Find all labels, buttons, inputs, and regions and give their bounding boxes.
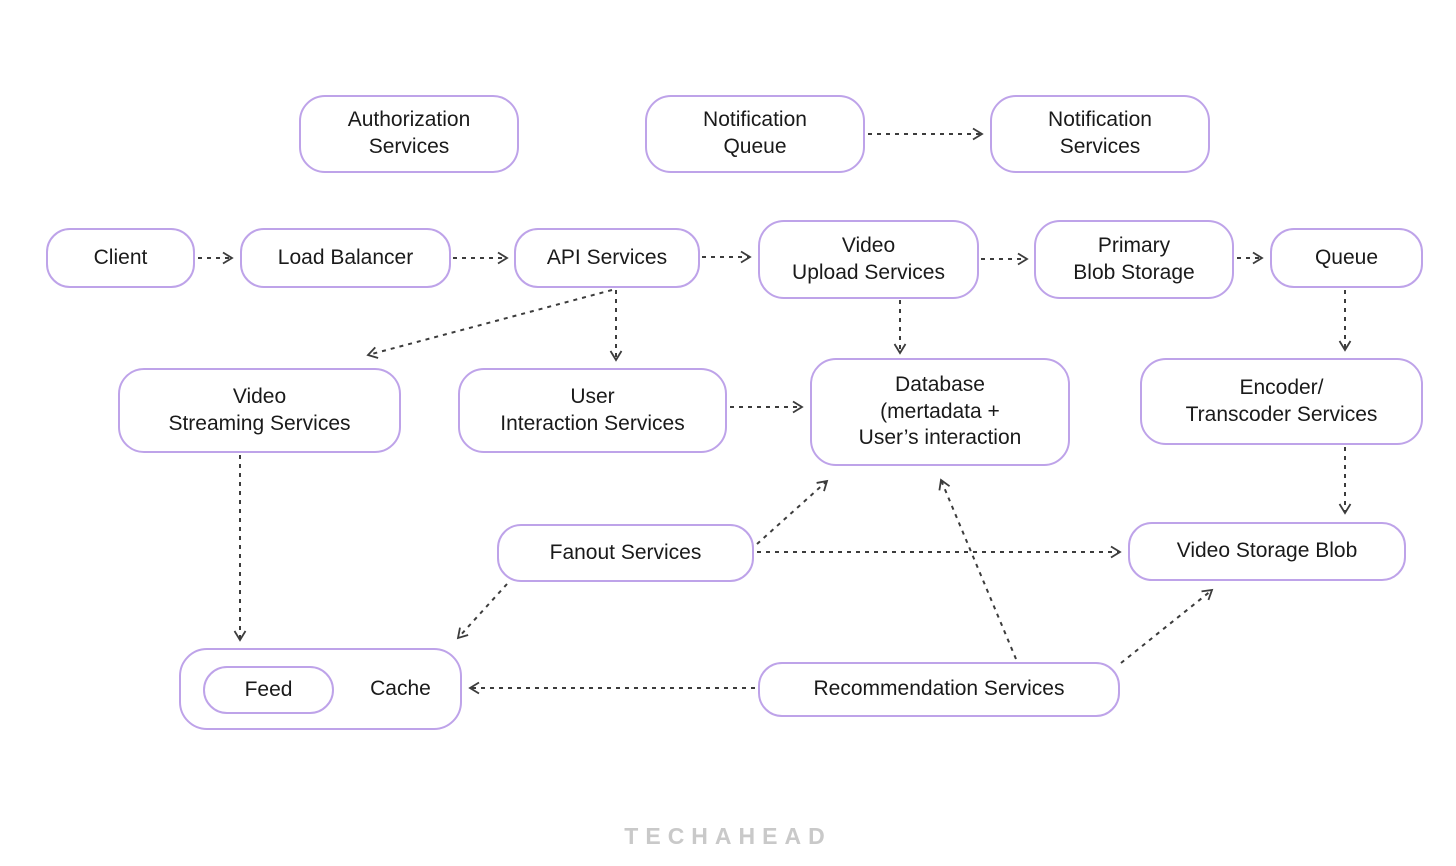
node-feed: Feed — [203, 666, 334, 714]
node-video-storage-blob: Video Storage Blob — [1128, 522, 1406, 581]
node-label: Authorization Services — [347, 108, 471, 158]
edge-fanout-services-to-database — [756, 479, 829, 545]
node-cache-label: Cache — [370, 676, 431, 700]
node-video-streaming-services: Video Streaming Services — [118, 368, 401, 453]
node-label: Video Streaming Services — [168, 384, 351, 435]
node-label: Recommendation Services — [813, 677, 1065, 701]
node-video-upload-services: Video Upload Services — [758, 220, 979, 299]
node-label: Database (mertadata + User’s interaction — [858, 372, 1022, 450]
node-cache: Feed Cache — [179, 648, 462, 730]
node-fanout-services: Fanout Services — [497, 524, 754, 582]
node-authorization-services: Authorization Services — [299, 95, 519, 173]
edge-fanout-services-to-cache — [456, 583, 508, 640]
node-label: Client — [93, 245, 148, 269]
node-primary-blob-storage: Primary Blob Storage — [1034, 220, 1234, 299]
node-notification-queue: Notification Queue — [645, 95, 865, 173]
node-user-interaction-services: User Interaction Services — [458, 368, 727, 453]
node-load-balancer: Load Balancer — [240, 228, 451, 288]
node-label: Notification Services — [1048, 108, 1152, 158]
node-label: Load Balancer — [277, 245, 414, 269]
node-label: Notification Queue — [703, 108, 807, 158]
node-label: Feed — [244, 677, 293, 701]
node-label: Encoder/ Transcoder Services — [1185, 375, 1378, 426]
node-api-services: API Services — [514, 228, 700, 288]
edge-recommendation-services-to-database — [938, 478, 1017, 660]
node-label: Video Upload Services — [792, 233, 945, 284]
node-encoder-transcoder-services: Encoder/ Transcoder Services — [1140, 358, 1423, 445]
node-label: Fanout Services — [549, 540, 702, 564]
node-label: Video Storage Blob — [1176, 539, 1358, 563]
node-label: User Interaction Services — [500, 384, 685, 435]
node-label: Primary Blob Storage — [1073, 233, 1195, 284]
techahead-watermark: TECHAHEAD — [624, 823, 832, 849]
node-recommendation-services: Recommendation Services — [758, 662, 1120, 717]
edge-api-services-to-video-streaming-services — [366, 289, 613, 359]
node-database: Database (mertadata + User’s interaction — [810, 358, 1070, 466]
node-label: Queue — [1314, 245, 1379, 269]
edge-recommendation-services-to-video-storage-blob — [1120, 588, 1214, 664]
node-queue: Queue — [1270, 228, 1423, 288]
node-notification-services: Notification Services — [990, 95, 1210, 173]
node-client: Client — [46, 228, 195, 288]
node-label: API Services — [546, 245, 668, 269]
